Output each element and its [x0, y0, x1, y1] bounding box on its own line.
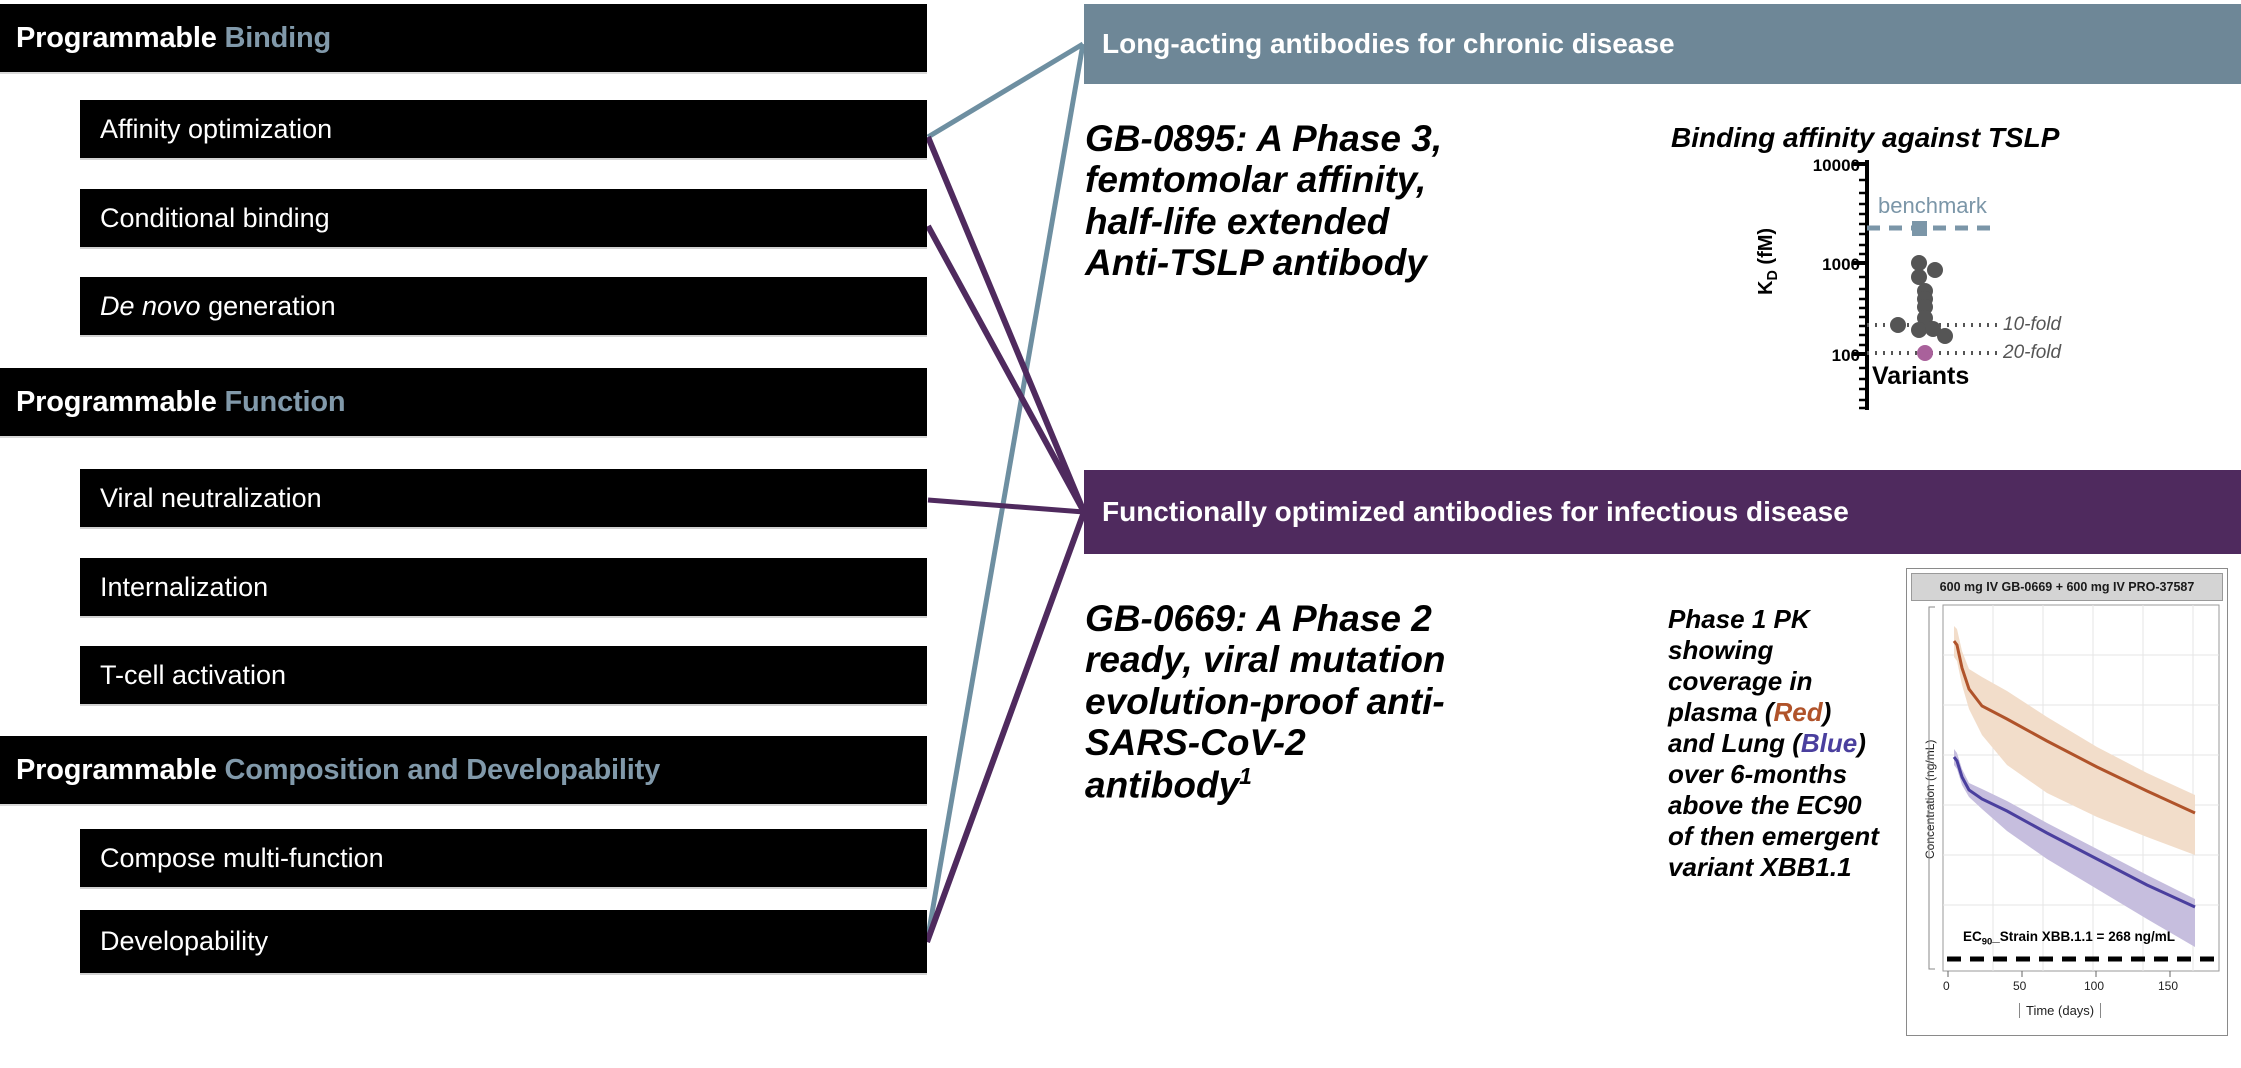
- connector-purple-viral: [927, 497, 1085, 515]
- pk-ec90-annotation-label: EC90_Strain XBB.1.1 = 268 ng/mL: [1963, 929, 2175, 948]
- connector-purple-affinity: [925, 135, 1087, 514]
- blurb-line: Anti-TSLP antibody: [1085, 242, 1427, 284]
- sub-item-developability[interactable]: Developability: [80, 910, 927, 973]
- pk-x-tick-0: 0: [1943, 979, 1950, 993]
- pk-chart-strip-label: 600 mg IV GB-0669 + 600 mg IV PRO-37587: [1939, 580, 2195, 594]
- blurb-line: SARS-CoV-2: [1085, 722, 1306, 764]
- pk-band-plasma: [1954, 626, 2195, 855]
- blurb-line: GB-0895: A Phase 3,: [1085, 118, 1443, 159]
- connector-blue-developability: [924, 43, 1086, 943]
- connector-purple-conditional: [925, 224, 1087, 514]
- y-tick-label-100: 100: [1831, 346, 1860, 365]
- category-label-composition: Programmable Composition and Developabil…: [16, 753, 661, 786]
- sub-item-label: Conditional binding: [100, 202, 330, 233]
- category-bar-binding[interactable]: Programmable Binding: [0, 4, 927, 72]
- y-tick-label-1000: 1000: [1822, 255, 1860, 274]
- sub-item-label: Internalization: [100, 571, 269, 602]
- sub-item-internalization[interactable]: Internalization: [80, 558, 927, 616]
- twenty-fold-annotation-label: 20-fold: [2003, 342, 2062, 363]
- sub-item-label: De novo generation: [80, 291, 336, 322]
- panel-blurb-gb0669: GB-0669: A Phase 2 ready, viral mutation…: [1085, 598, 1515, 806]
- sub-item-label-rest: generation: [208, 290, 336, 321]
- blurb-line: ready, viral mutation: [1085, 639, 1446, 681]
- category-label-function: Programmable Function: [16, 385, 346, 418]
- panel-blurb-gb0895: GB-0895: A Phase 3, femtomolar affinity,…: [1085, 118, 1645, 284]
- pk-x-tick-50: 50: [2013, 979, 2027, 993]
- blurb-line: GB-0669: A Phase 2: [1085, 598, 1432, 639]
- caption-segment-red: Red: [1773, 696, 1823, 727]
- sub-item-label-italic: De novo: [100, 290, 201, 321]
- sub-item-affinity-optimization[interactable]: Affinity optimization: [80, 100, 927, 158]
- pk-x-tick-150: 150: [2158, 979, 2179, 993]
- sub-item-label: Developability: [100, 926, 269, 956]
- footnote-marker: 1: [1239, 762, 1252, 789]
- panel-header-label: Long-acting antibodies for chronic disea…: [1102, 28, 1675, 59]
- caption-segment-plain-1: Phase 1 PK showing coverage in plasma (: [1668, 604, 1813, 727]
- blurb-line: evolution-proof anti-: [1085, 680, 1445, 722]
- capabilities-column: Programmable Binding Affinity optimizati…: [0, 0, 930, 1068]
- caption-segment-plain-3: ) over 6-months above the EC90 of then e…: [1668, 727, 1879, 882]
- y-tick-label-10000: 10000: [1812, 156, 1860, 175]
- sub-item-compose-multi-function[interactable]: Compose multi-function: [80, 829, 927, 887]
- sub-item-label: Affinity optimization: [100, 113, 333, 144]
- connector-purple-developability: [924, 510, 1087, 944]
- pk-x-axis-label: Time (days): [2019, 1003, 2102, 1018]
- blurb-line: half-life extended: [1085, 200, 1390, 242]
- blurb-line-text: antibody: [1085, 764, 1240, 806]
- panel-header-chronic-disease[interactable]: Long-acting antibodies for chronic disea…: [1084, 4, 2241, 84]
- sub-item-de-novo-generation[interactable]: De novo generation: [80, 277, 927, 335]
- category-label-binding: Programmable Binding: [16, 21, 332, 54]
- caption-segment-blue: Blue: [1800, 727, 1858, 758]
- pk-chart-panel-strip: 600 mg IV GB-0669 + 600 mg IV PRO-37587: [1911, 573, 2223, 601]
- scatter-svg: [1853, 160, 1997, 410]
- sub-item-viral-neutralization[interactable]: Viral neutralization: [80, 469, 927, 527]
- ten-fold-annotation-label: 10-fold: [2003, 314, 2062, 335]
- connector-blue-affinity: [926, 41, 1085, 140]
- sub-item-conditional-binding[interactable]: Conditional binding: [80, 189, 927, 247]
- pk-figure-caption: Phase 1 PK showing coverage in plasma (R…: [1668, 604, 1883, 882]
- sub-item-label: T-cell activation: [100, 659, 287, 690]
- sub-item-t-cell-activation[interactable]: T-cell activation: [80, 646, 927, 704]
- pk-line-plasma: [1952, 640, 2196, 815]
- blurb-line: femtomolar affinity,: [1085, 159, 1427, 201]
- figure-title-binding-affinity: Binding affinity against TSLP: [1671, 122, 2060, 153]
- category-bar-composition[interactable]: Programmable Composition and Developabil…: [0, 736, 927, 804]
- pk-svg: [1928, 604, 2220, 977]
- pk-line-lung: [1952, 756, 2196, 909]
- pk-x-tick-100: 100: [2084, 979, 2105, 993]
- sub-item-label: Compose multi-function: [100, 842, 384, 873]
- chart-phase1-pk: 600 mg IV GB-0669 + 600 mg IV PRO-37587 …: [1906, 568, 2228, 1036]
- chart-binding-affinity: KD (fM) 10000 1000 100: [1735, 156, 2135, 410]
- blurb-line-last: antibody1: [1085, 762, 1515, 806]
- panel-header-infectious-disease[interactable]: Functionally optimized antibodies for in…: [1084, 470, 2241, 554]
- x-axis-label-variants: Variants: [1872, 362, 1970, 390]
- sub-item-label: Viral neutralization: [100, 482, 322, 513]
- category-bar-function[interactable]: Programmable Function: [0, 368, 927, 436]
- caption-segment-plain-2: ) and Lung (: [1668, 696, 1832, 758]
- benchmark-annotation-label: benchmark: [1878, 193, 1987, 218]
- panel-header-label: Functionally optimized antibodies for in…: [1102, 496, 1849, 527]
